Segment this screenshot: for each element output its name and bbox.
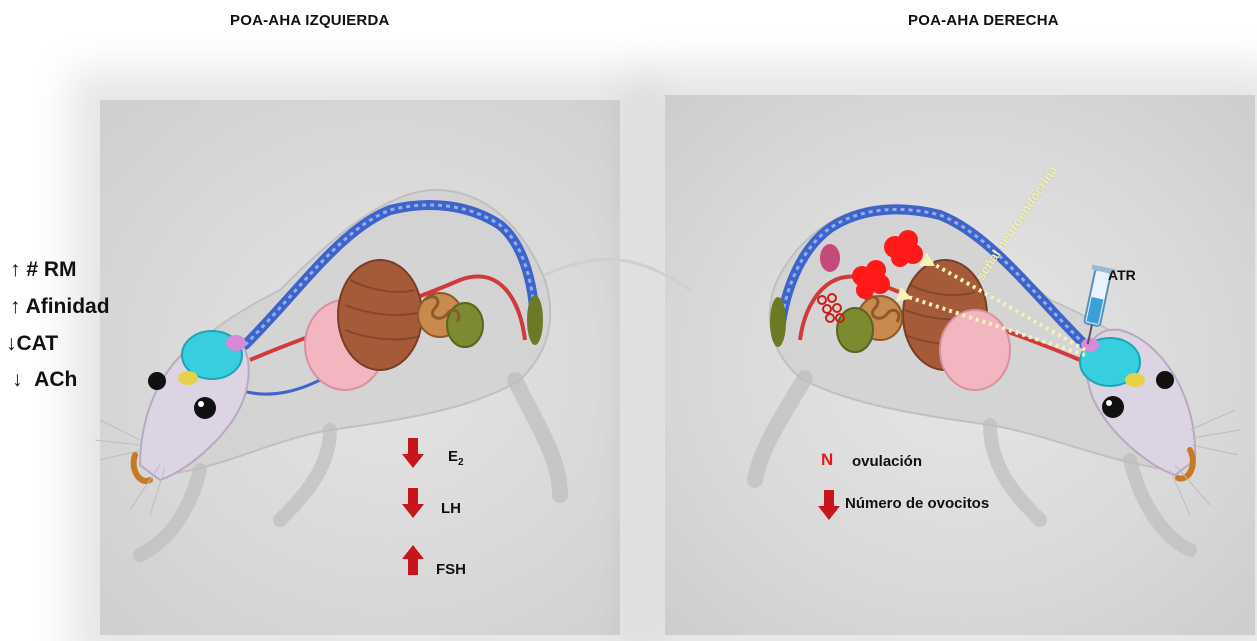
effect-ach-arrow: ↓: [12, 368, 23, 391]
effect-affinity: ↑ Afinidad: [10, 295, 110, 319]
rat-anatomy-left-icon: [95, 190, 560, 555]
atr-label: ATR: [1108, 267, 1136, 283]
arrow-down-icon: [818, 490, 840, 520]
effect-affinity-arrow: ↑: [10, 295, 21, 318]
n-letter: N: [821, 450, 833, 470]
ovulation-label: ovulación: [852, 453, 922, 470]
effect-ach-text: ACh: [34, 368, 77, 391]
effect-ach: ↓ ACh: [12, 368, 77, 392]
arrow-down-icon: [402, 438, 424, 468]
hormone-e2-sub: 2: [458, 457, 464, 468]
hormone-fsh: FSH: [436, 561, 466, 578]
effect-rm-text: # RM: [26, 258, 76, 281]
tail-link: [545, 259, 690, 290]
effect-cat-text: CAT: [17, 332, 59, 355]
effect-affinity-text: Afinidad: [26, 295, 110, 318]
effect-rm-arrow: ↑: [10, 258, 21, 281]
oocytes-label: Número de ovocitos: [845, 495, 989, 512]
effect-cat-arrow: ↓: [6, 332, 17, 355]
effect-rm: ↑ # RM: [10, 258, 77, 282]
hormone-lh: LH: [441, 500, 461, 517]
hormone-e2-label: E: [448, 448, 458, 465]
arrow-down-icon: [402, 488, 424, 518]
arrow-up-icon: [402, 545, 424, 575]
hormone-e2: E2: [448, 448, 464, 468]
effect-cat: ↓CAT: [6, 332, 58, 356]
